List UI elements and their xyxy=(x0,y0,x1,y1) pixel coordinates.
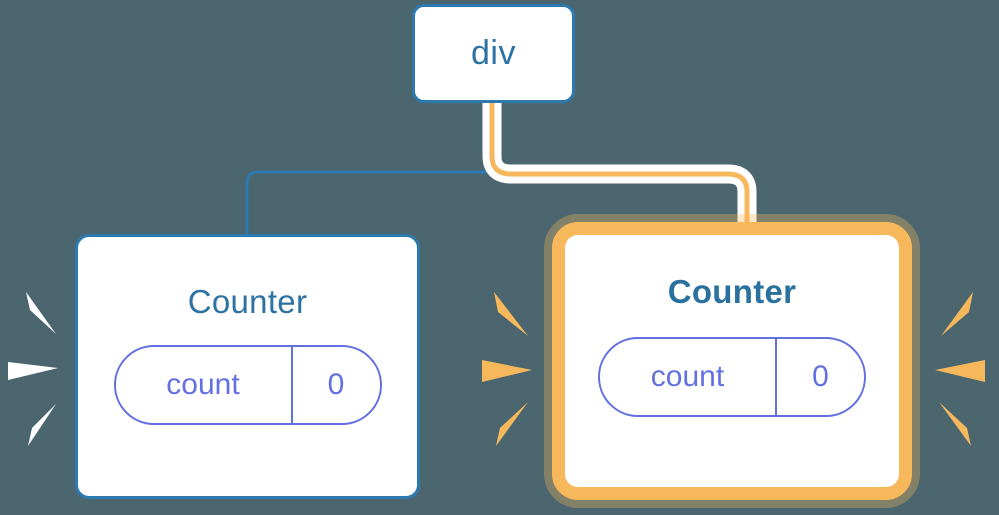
state-value-count: 0 xyxy=(327,368,345,401)
node-div-label: div xyxy=(471,34,516,72)
node-div[interactable]: div xyxy=(412,4,575,103)
node-counter-left[interactable]: Counter count 0 xyxy=(75,234,420,499)
node-counter-left-label: Counter xyxy=(187,283,308,320)
state-key-count: count xyxy=(600,339,777,415)
state-pill-counter-left: count 0 xyxy=(113,345,382,425)
node-counter-right[interactable]: Counter count 0 xyxy=(552,222,912,500)
state-pill-counter-right: count 0 xyxy=(598,337,866,417)
edge-div-to-counter-left xyxy=(245,101,494,238)
edge-div-to-counter-right-halo xyxy=(482,103,757,236)
node-counter-right-label: Counter xyxy=(667,273,797,310)
edge-div-to-counter-right xyxy=(489,103,750,236)
state-value-count: 0 xyxy=(812,360,829,393)
state-key-count: count xyxy=(116,347,293,423)
